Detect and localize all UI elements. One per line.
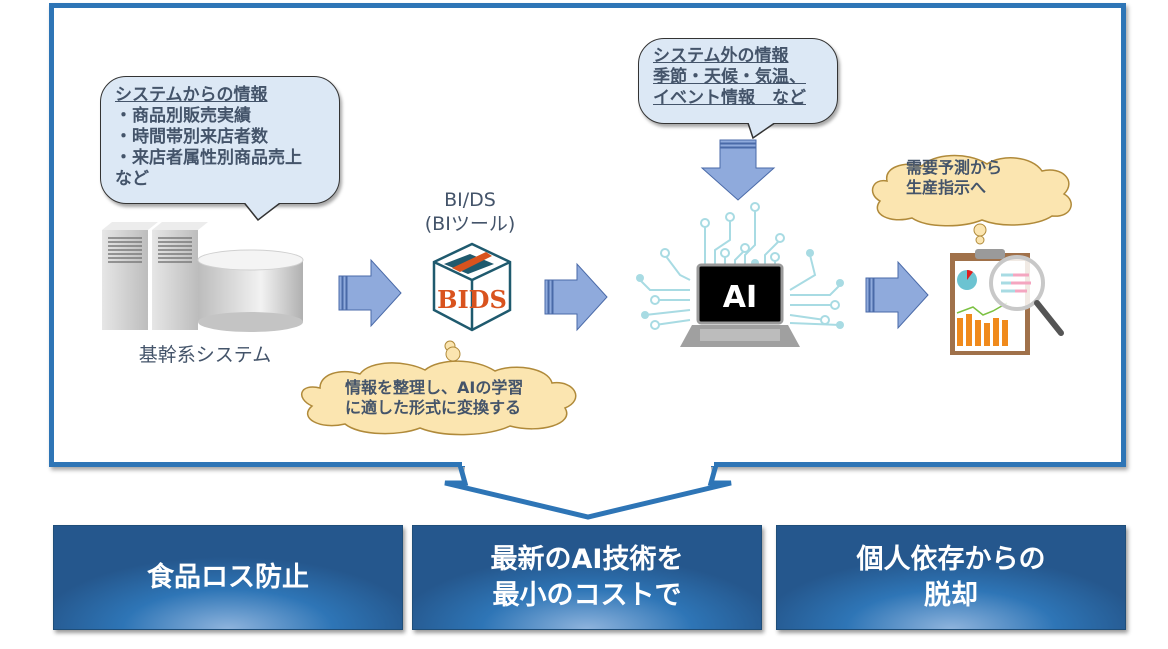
bi-tool-cloud-note xyxy=(301,340,577,436)
right-arrow-icon xyxy=(338,258,402,328)
external-info-line1: システム外の情報 xyxy=(653,46,789,66)
bids-logo-text: BIDS xyxy=(437,285,507,314)
external-info-bubble: システム外の情報 季節・天候・気温、 イベント情報 など xyxy=(638,38,838,124)
bi-tool-label-line1: BI/DS xyxy=(444,189,496,211)
result-box-remove-dependency: 個人依存からの 脱却 xyxy=(776,525,1126,630)
bi-tool-label-line2: (BIツール) xyxy=(424,213,516,235)
bi-tool-cloud-line1: 情報を整理し、AIの学習 xyxy=(345,378,524,397)
system-info-bubble: システムからの情報 ・商品別販売実績 ・時間帯別来店者数 ・来店者属性別商品売上… xyxy=(100,76,340,204)
ai-screen-text: AI xyxy=(723,280,757,315)
bi-tool-cloud-line2: に適した形式に変換する xyxy=(345,398,522,417)
system-info-item: ・来店者属性別商品売上 xyxy=(115,148,302,168)
bi-tool-label: BI/DS (BIツール) xyxy=(400,188,540,236)
right-arrow-icon xyxy=(544,262,608,332)
result-box-line2: 脱却 xyxy=(924,579,978,611)
system-info-footer: など xyxy=(115,169,149,189)
output-cloud-note xyxy=(871,154,1072,245)
result-box-food-loss: 食品ロス防止 xyxy=(53,525,403,630)
external-info-line3: イベント情報 など xyxy=(653,88,806,108)
system-info-item: ・時間帯別来店者数 xyxy=(115,127,268,147)
bids-cube-logo: BIDS xyxy=(432,242,512,332)
down-arrow-icon xyxy=(700,139,776,201)
result-box-line1: 食品ロス防止 xyxy=(147,561,309,593)
result-box-line2: 最小のコストで xyxy=(492,579,682,611)
core-system-label: 基幹系システム xyxy=(138,344,272,366)
down-arrow-icon xyxy=(444,455,732,520)
right-arrow-icon xyxy=(865,260,929,330)
server-and-database-icon xyxy=(102,222,304,332)
clipboard-report-magnifier-icon xyxy=(950,249,1064,355)
bubble-tail xyxy=(745,120,785,140)
output-cloud-line1: 需要予測から xyxy=(906,158,1003,177)
bi-tool-cloud-text: 情報を整理し、AIの学習 に適した形式に変換する xyxy=(345,378,575,418)
external-info-line2: 季節・天候・気温、 xyxy=(653,67,806,87)
result-box-latest-ai-low-cost: 最新のAI技術を 最小のコストで xyxy=(412,525,762,630)
system-info-heading: システムからの情報 xyxy=(115,85,268,105)
result-box-line1: 最新のAI技術を xyxy=(490,543,684,575)
output-cloud-text: 需要予測から 生産指示へ xyxy=(906,158,1046,198)
output-cloud-line2: 生産指示へ xyxy=(906,178,987,197)
result-box-line1: 個人依存からの xyxy=(856,543,1046,575)
bubble-tail xyxy=(240,200,290,222)
system-info-item: ・商品別販売実績 xyxy=(115,106,251,126)
ai-laptop-circuit-icon: AI xyxy=(636,202,844,347)
